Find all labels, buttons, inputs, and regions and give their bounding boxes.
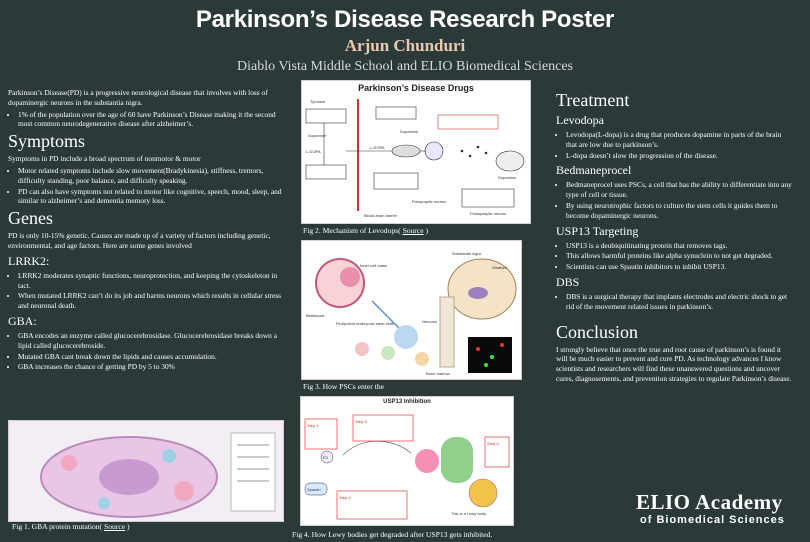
fig3-label: Substantia nigra (452, 251, 482, 256)
fig2-title: Parkinson’s Disease Drugs (358, 83, 474, 93)
fig2-label: Blood-brain barrier (364, 213, 398, 218)
poster-title: Parkinson’s Disease Research Poster (195, 6, 615, 33)
usp13-heading: USP13 Targeting (556, 223, 639, 238)
gba-bullets: GBA encodes an enzyme called glucocerebr… (8, 331, 282, 372)
fig1-caption: Fig 1. GBA protein mutation( Source ) (12, 522, 130, 531)
intro-bullets: 1% of the population over the age of 60 … (8, 110, 282, 130)
fig3-label: Neurons (422, 319, 437, 324)
intro-text: Parkinson’s Disease(PD) is a progressive… (8, 88, 268, 107)
fig4-label: Step 3: (355, 419, 368, 424)
gba-bullet: Mutated GBA cant break down the lipids a… (18, 352, 282, 362)
intro-bullet: 1% of the population over the age of 60 … (18, 110, 282, 130)
fig2-drugs-image: Parkinson’s Disease Drugs Tyrosine Dopam… (301, 80, 531, 224)
fig4-usp13-image: USP13 Inhibition Step 1: Step 3: Step 4:… (300, 396, 514, 526)
poster-affiliation: Diablo Vista Middle School and ELIO Biom… (237, 59, 573, 74)
conclusion-heading: Conclusion (556, 321, 639, 342)
usp13-bullet: Scientists can use Spautin inhibitors to… (566, 262, 792, 272)
levodopa-heading: Levodopa (556, 113, 604, 127)
genes-heading: Genes (8, 208, 53, 229)
symptoms-bullet: Motor related symptoms include slow move… (18, 166, 282, 186)
fig2-label: Postsynaptic neuron (470, 211, 506, 216)
usp13-bullet: USP13 is a deubiquitinating protein that… (566, 241, 792, 251)
fig1-source-link[interactable]: Source (103, 522, 126, 531)
treatment-heading: Treatment (556, 90, 630, 110)
usp13-bullet: This allows harmful proteins like alpha … (566, 251, 792, 261)
fig4-label: E3 (323, 455, 329, 460)
fig3-diagram: Blastocyst Inner cell mass Pluripotent e… (306, 251, 517, 376)
lrrk2-heading: LRRK2: (8, 253, 50, 268)
fig3-label: Inner cell mass (360, 263, 387, 268)
fig3-caption: Fig 3. How PSCs enter the (303, 382, 385, 391)
lrrk2-bullet: When mutated LRRK2 can’t do its job and … (18, 291, 282, 311)
fig2-label: Presynaptic neuron (412, 199, 446, 204)
fig3-psc-image: Blastocyst Inner cell mass Pluripotent e… (301, 240, 522, 380)
fig2-label: L-DOPA (306, 149, 321, 154)
fig2-label: Dopamine (400, 129, 419, 134)
fig2-diagram: Tyrosine Dopamine L-DOPA Dopamine L-DOPA… (305, 99, 525, 218)
elio-logo-line2: of Biomedical Sciences (640, 514, 785, 526)
fig2-label: L-DOPA (370, 145, 385, 150)
gba-bullet: GBA encodes an enzyme called glucocerebr… (18, 331, 282, 351)
fig3-label: Pluripotent embryonic stem cells (336, 321, 394, 326)
fig2-source-link[interactable]: Source (402, 226, 424, 235)
poster-author: Arjun Chunduri (344, 36, 466, 55)
fig4-label: Spautin (307, 487, 321, 492)
fig3-label: Striatum (492, 265, 508, 270)
fig3-label: Blastocyst (306, 313, 325, 318)
dbs-bullet: DBS is a surgical therapy that implants … (566, 292, 792, 312)
fig4-caption: Fig 4. How Lewy bodies get degraded afte… (292, 530, 493, 539)
fig4-label: This is a Lewy body (451, 511, 486, 516)
genes-text: PD is only 10-15% genetic. Causes are ma… (8, 231, 271, 250)
fig4-title: USP13 Inhibition (383, 399, 431, 405)
right-column: Treatment Levodopa Levodopa(L-dopa) is a… (556, 88, 792, 386)
symptoms-text: Symptoms in PD include a broad spectrum … (8, 154, 201, 164)
bedmaneprocel-heading: Bedmaneprocel (556, 163, 632, 178)
usp13-bullets: USP13 is a deubiquitinating protein that… (556, 241, 792, 272)
fig1-gba-image (8, 420, 284, 522)
fig2-label: Dopamine (498, 175, 517, 180)
fig4-label: Step 2: (339, 495, 352, 500)
bedmaneprocel-bullet: By using neurotrophic factors to culture… (566, 201, 792, 221)
symptoms-bullets: Motor related symptoms include slow move… (8, 166, 282, 206)
fig4-label: Step 1: (307, 423, 320, 428)
fig4-diagram: Step 1: Step 3: Step 4: Step 2: E3 Spaut… (304, 414, 510, 520)
lrrk2-bullets: LRRK2 moderates synaptic functions, neur… (8, 271, 282, 311)
bedmaneprocel-bullet: Bedmaneprocel uses PSCs, a cell that has… (566, 180, 792, 200)
dbs-bullets: DBS is a surgical therapy that implants … (556, 292, 792, 312)
gba-bullet: GBA increases the chance of getting PD b… (18, 362, 282, 372)
left-column: Parkinson’s Disease(PD) is a progressive… (8, 88, 282, 374)
bedmaneprocel-bullets: Bedmaneprocel uses PSCs, a cell that has… (556, 180, 792, 220)
dbs-heading: DBS (556, 274, 580, 289)
fig2-caption: Fig 2. Mechanism of Levodops( Source ) (303, 226, 429, 235)
elio-logo-line1: ELIO Academy (636, 490, 783, 514)
conclusion-text: I strongly believe that once the true an… (556, 344, 792, 383)
gba-heading: GBA: (8, 313, 37, 328)
symptoms-bullet: PD can also have symptoms not related to… (18, 187, 282, 207)
fig2-label: Tyrosine (310, 99, 326, 104)
fig1-illustration (40, 432, 276, 518)
levodopa-bullets: Levodopa(L-dopa) is a drug that produces… (556, 130, 792, 160)
fig4-label: Step 4: (487, 441, 500, 446)
lrrk2-bullet: LRRK2 moderates synaptic functions, neur… (18, 271, 282, 291)
fig3-label: Bone marrow (426, 371, 450, 376)
levodopa-bullet: L-dopa doesn’t slow the progression of t… (566, 151, 792, 161)
levodopa-bullet: Levodopa(L-dopa) is a drug that produces… (566, 130, 792, 150)
fig2-label: Dopamine (308, 133, 327, 138)
symptoms-heading: Symptoms (8, 131, 86, 152)
